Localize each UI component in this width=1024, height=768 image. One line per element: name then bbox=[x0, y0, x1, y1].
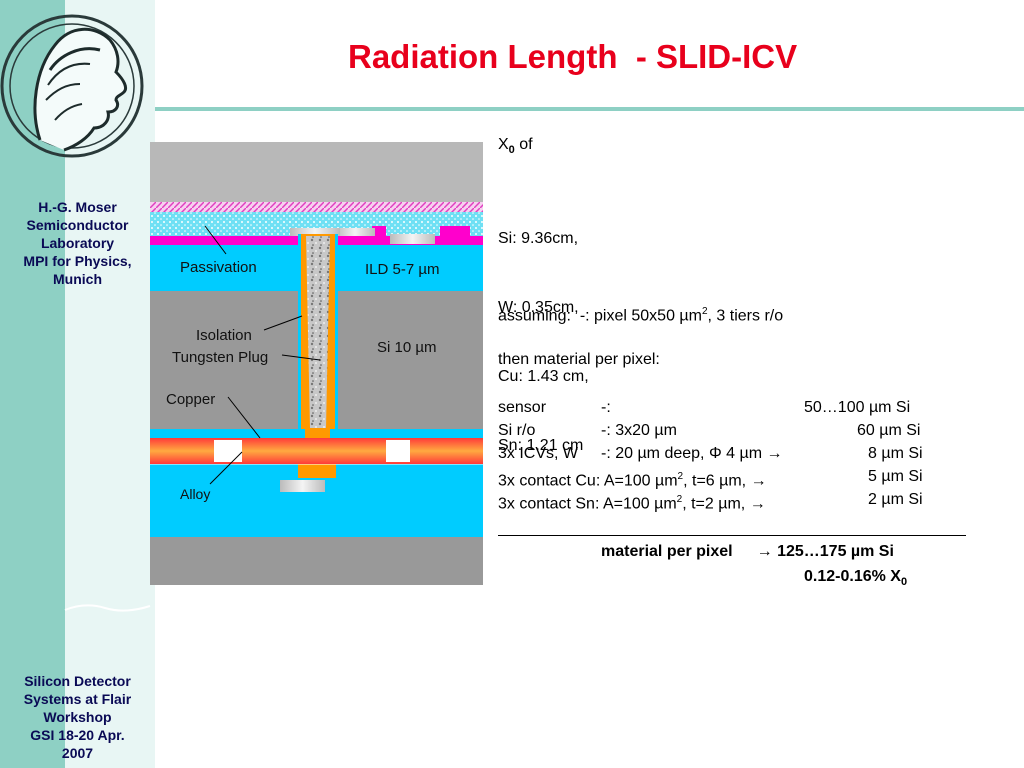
then-line: then material per pixel: bbox=[498, 351, 660, 368]
arrow-right-icon: → bbox=[749, 495, 766, 513]
author-line: H.-G. Moser bbox=[38, 199, 117, 215]
material-item: Sn: 1.21 cm bbox=[498, 437, 584, 454]
tungsten-plug-label: Tungsten Plug bbox=[172, 349, 268, 366]
assumption-tail: , 3 tiers r/o bbox=[707, 307, 784, 325]
arrow-right-icon: → bbox=[766, 445, 783, 462]
copper-bond-layer bbox=[150, 438, 483, 464]
tungsten-plug bbox=[306, 236, 330, 428]
row-value: 2 µm Si bbox=[868, 491, 923, 508]
slide-title: Radiation Length - SLID-ICV bbox=[348, 38, 798, 75]
passivation-layer bbox=[150, 236, 298, 245]
row-tail: , t=6 µm, bbox=[683, 472, 751, 490]
arrow-right-icon: → bbox=[750, 472, 767, 490]
copper-label: Copper bbox=[166, 391, 215, 408]
ild-layer bbox=[150, 245, 298, 291]
row-label: sensor bbox=[498, 399, 547, 416]
x0-heading: X0 of bbox=[498, 133, 533, 162]
material-item: W: 0.35cm, bbox=[498, 299, 579, 316]
isolation-label: Isolation bbox=[196, 327, 252, 344]
slid-icv-cross-section-diagram: Passivation ILD 5-7 µm Isolation Tungste… bbox=[150, 142, 483, 585]
row-label-sn: 3x contact Sn: A=100 µm2, t=2 µm, → bbox=[498, 488, 766, 515]
total-percent-text: 0.12-0.16% X bbox=[804, 568, 901, 585]
si-thickness-label: Si 10 µm bbox=[377, 339, 437, 356]
row-superscript: 2 bbox=[677, 471, 684, 482]
workshop-line: Workshop bbox=[43, 709, 112, 725]
arrow-right-icon: → bbox=[756, 543, 773, 560]
material-item: Cu: 1.43 cm, bbox=[498, 368, 589, 385]
total-line: material per pixel → 125…175 µm Si bbox=[601, 540, 894, 563]
row-desc: -: 3x20 µm bbox=[601, 422, 677, 439]
total-percent-subscript: 0 bbox=[900, 576, 908, 589]
row-value: 50…100 µm Si bbox=[804, 399, 911, 416]
author-line: Semiconductor bbox=[26, 217, 129, 233]
row-tail: , t=2 µm, bbox=[682, 495, 750, 513]
row-label: 3x ICVs, W bbox=[498, 445, 579, 462]
row-value: 60 µm Si bbox=[857, 422, 921, 439]
row-desc: -: 20 µm deep, Φ 4 µm → bbox=[601, 442, 782, 465]
sidebar: H.-G. Moser Semiconductor Laboratory MPI… bbox=[0, 0, 155, 768]
author-line: Munich bbox=[53, 271, 102, 287]
row-superscript: 2 bbox=[676, 494, 683, 505]
workshop-info: Silicon Detector Systems at Flair Worksh… bbox=[0, 672, 155, 762]
material-item: Si: 9.36cm, bbox=[498, 230, 579, 247]
row-desc: -: bbox=[601, 399, 611, 416]
total-value: 125…175 µm Si bbox=[777, 543, 894, 560]
total-percent: 0.12-0.16% X0 bbox=[804, 565, 907, 594]
row-value: 5 µm Si bbox=[868, 468, 923, 485]
x0-symbol: X bbox=[498, 136, 509, 153]
row-label: Si r/o bbox=[498, 422, 536, 439]
sidebar-wave-decoration bbox=[64, 604, 151, 612]
workshop-line: Silicon Detector bbox=[24, 673, 131, 689]
workshop-line: Systems at Flair bbox=[23, 691, 132, 707]
assumption-line: assuming: -: pixel 50x50 µm2, 3 tiers r/… bbox=[498, 300, 783, 327]
alloy-layer bbox=[298, 464, 336, 478]
alloy-label: Alloy bbox=[180, 486, 210, 502]
ild-label: ILD 5-7 µm bbox=[365, 261, 440, 278]
x0-of: of bbox=[514, 136, 533, 153]
assumption-superscript: 2 bbox=[701, 306, 708, 317]
mpg-minerva-logo bbox=[0, 14, 144, 158]
author-affiliation: H.-G. Moser Semiconductor Laboratory MPI… bbox=[0, 198, 155, 288]
row-label-text: 3x contact Sn: A=100 µm bbox=[498, 495, 677, 513]
passivation-label: Passivation bbox=[180, 259, 257, 276]
row-desc-text: -: 20 µm deep, Φ 4 µm bbox=[601, 445, 767, 462]
workshop-line: GSI 18-20 Apr. bbox=[30, 727, 125, 743]
sum-divider bbox=[498, 535, 966, 536]
row-label-cu: 3x contact Cu: A=100 µm2, t=6 µm, → bbox=[498, 465, 767, 492]
row-label-text: 3x contact Cu: A=100 µm bbox=[498, 472, 678, 490]
author-line: Laboratory bbox=[40, 235, 115, 251]
title-divider bbox=[155, 107, 1024, 111]
material-list: Si: 9.36cm, W: 0.35cm, Cu: 1.43 cm, Sn: … bbox=[498, 181, 589, 480]
author-line: MPI for Physics, bbox=[23, 253, 132, 269]
total-label: material per pixel bbox=[601, 543, 733, 560]
workshop-line: 2007 bbox=[61, 745, 94, 761]
row-value: 8 µm Si bbox=[868, 445, 923, 462]
assumption-text: assuming: -: pixel 50x50 µm bbox=[498, 307, 702, 325]
x0-subscript: 0 bbox=[508, 144, 515, 157]
